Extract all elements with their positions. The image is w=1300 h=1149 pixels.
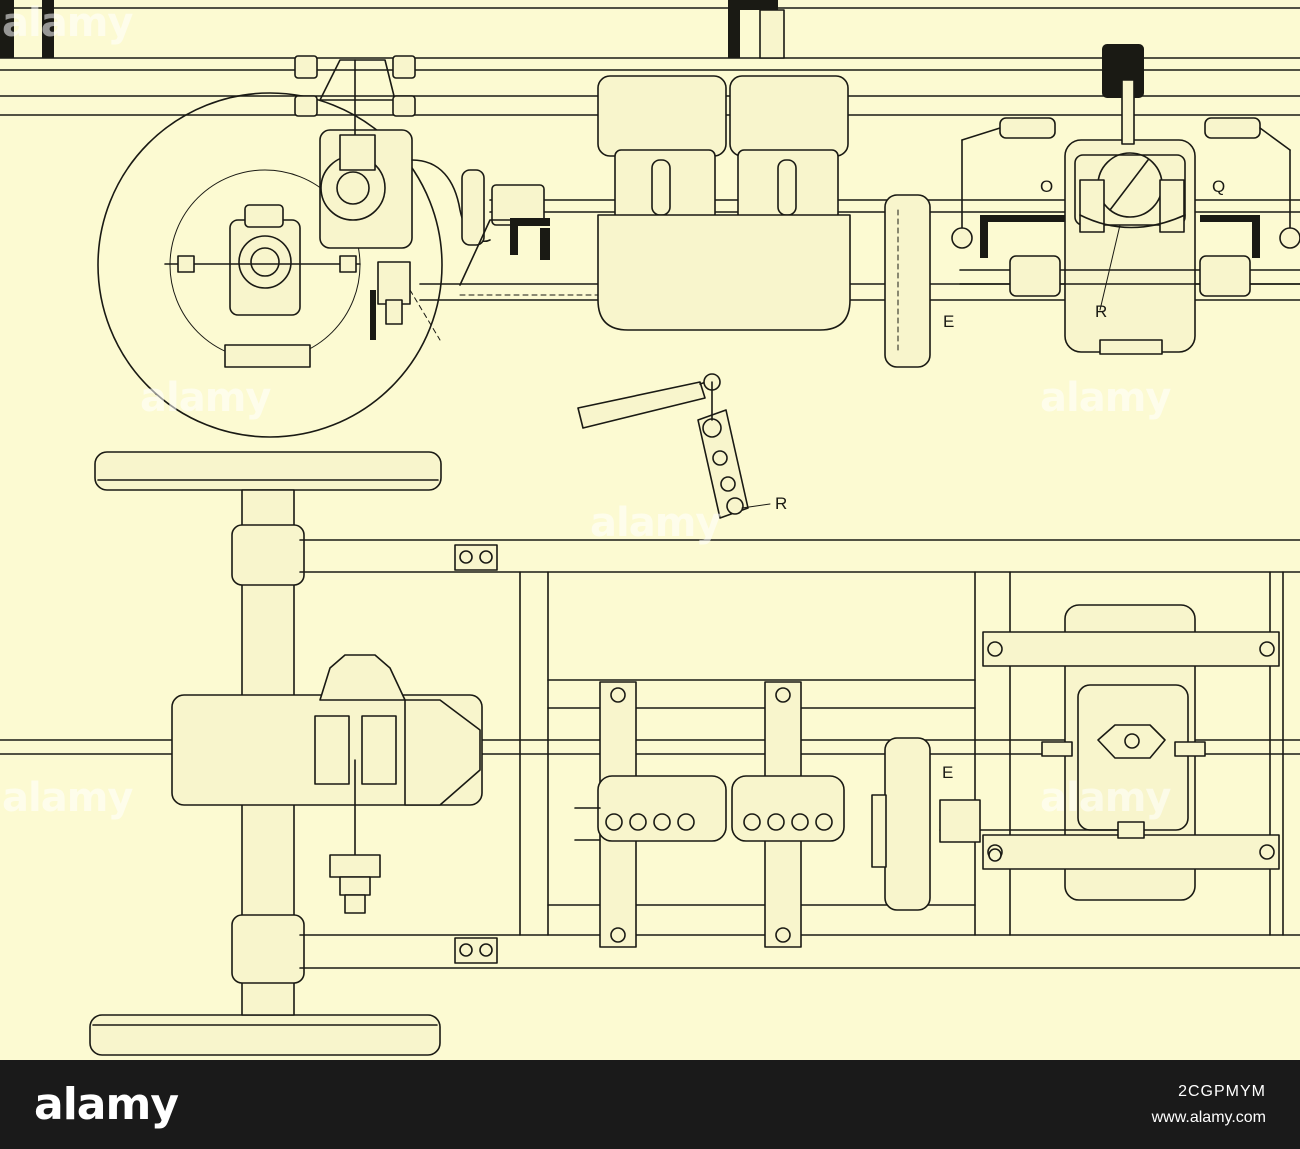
site-url[interactable]: www.alamy.com [1151, 1108, 1266, 1126]
label-e-clutch: E [943, 312, 955, 331]
alamy-logo: alamy [34, 1079, 179, 1130]
label-e-plan: E [942, 763, 954, 782]
label-q: Q [1212, 177, 1226, 196]
label-r-gearbox: R [1095, 302, 1108, 321]
image-id: 2CGPMYM [1178, 1082, 1266, 1100]
image-meta: 2CGPMYM www.alamy.com [1152, 1083, 1266, 1127]
label-o: O [1040, 177, 1054, 196]
footer-bar: alamy 2CGPMYM www.alamy.com [0, 1060, 1300, 1149]
label-r-detail: R [775, 494, 788, 513]
engineering-drawing [0, 0, 1300, 1056]
detail-bell-crank [577, 373, 771, 519]
side-elevation [0, 0, 1300, 438]
plan-view [0, 451, 1300, 1056]
